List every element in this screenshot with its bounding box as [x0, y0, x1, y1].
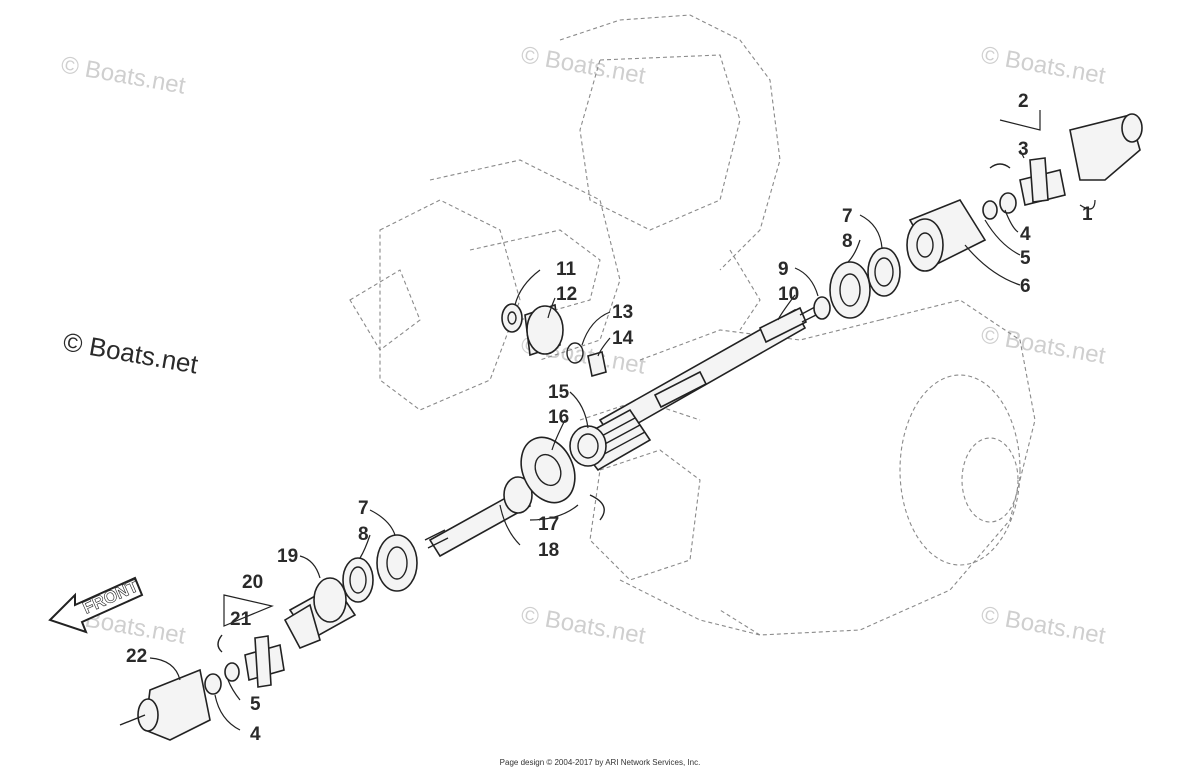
callout-11: 11 — [556, 259, 577, 280]
lower-u-joint — [119, 634, 285, 741]
callout-10: 10 — [778, 284, 799, 305]
callout-12: 12 — [556, 284, 577, 305]
watermark: © Boats.net — [519, 41, 648, 89]
callout-20: 20 — [242, 572, 263, 593]
snap-ring — [589, 494, 605, 521]
bearing — [569, 425, 607, 467]
callout-5-lower: 5 — [250, 694, 261, 715]
callout-9: 9 — [778, 259, 789, 280]
callout-4: 4 — [1020, 224, 1031, 245]
watermark: © Boats.net — [979, 601, 1108, 649]
watermark: © Boats.net — [979, 41, 1108, 89]
callout-5: 5 — [1020, 248, 1031, 269]
callout-7-lower: 7 — [358, 498, 369, 519]
callout-15: 15 — [548, 382, 570, 403]
leader-lines — [149, 110, 1096, 731]
callout-17: 17 — [538, 514, 559, 535]
callout-16: 16 — [548, 407, 569, 428]
callout-14: 14 — [612, 328, 634, 349]
callout-1: 1 — [1082, 204, 1093, 225]
upper-yoke — [906, 199, 987, 272]
pinion-gear-group — [501, 303, 607, 378]
callout-2: 2 — [1018, 91, 1029, 112]
callout-19: 19 — [277, 546, 298, 567]
watermark: © Boats.net — [519, 601, 648, 649]
callout-7: 7 — [842, 206, 853, 227]
upper-u-joint — [982, 113, 1143, 220]
bevel-gear — [520, 436, 576, 504]
callout-18: 18 — [538, 540, 559, 561]
footer-copyright: Page design © 2004-2017 by ARI Network S… — [499, 758, 701, 767]
callout-13: 13 — [612, 302, 633, 323]
lower-bearings — [342, 534, 418, 603]
callout-8: 8 — [842, 231, 853, 252]
output-shaft — [424, 476, 533, 558]
watermark: © Boats.net — [61, 326, 201, 379]
callouts: 2 3 1 4 5 6 7 8 9 10 11 12 13 14 15 16 1… — [126, 91, 1093, 745]
callout-8-lower: 8 — [358, 524, 369, 545]
callout-22: 22 — [126, 646, 147, 667]
callout-21: 21 — [230, 609, 252, 630]
watermark: © Boats.net — [979, 321, 1108, 369]
callout-6: 6 — [1020, 276, 1031, 297]
lower-yoke — [283, 577, 357, 650]
upper-bearings — [813, 247, 901, 320]
watermark: © Boats.net — [59, 51, 188, 99]
callout-3: 3 — [1018, 139, 1029, 160]
callout-4-lower: 4 — [250, 724, 261, 745]
engine-ghost-outline — [349, 14, 1036, 636]
